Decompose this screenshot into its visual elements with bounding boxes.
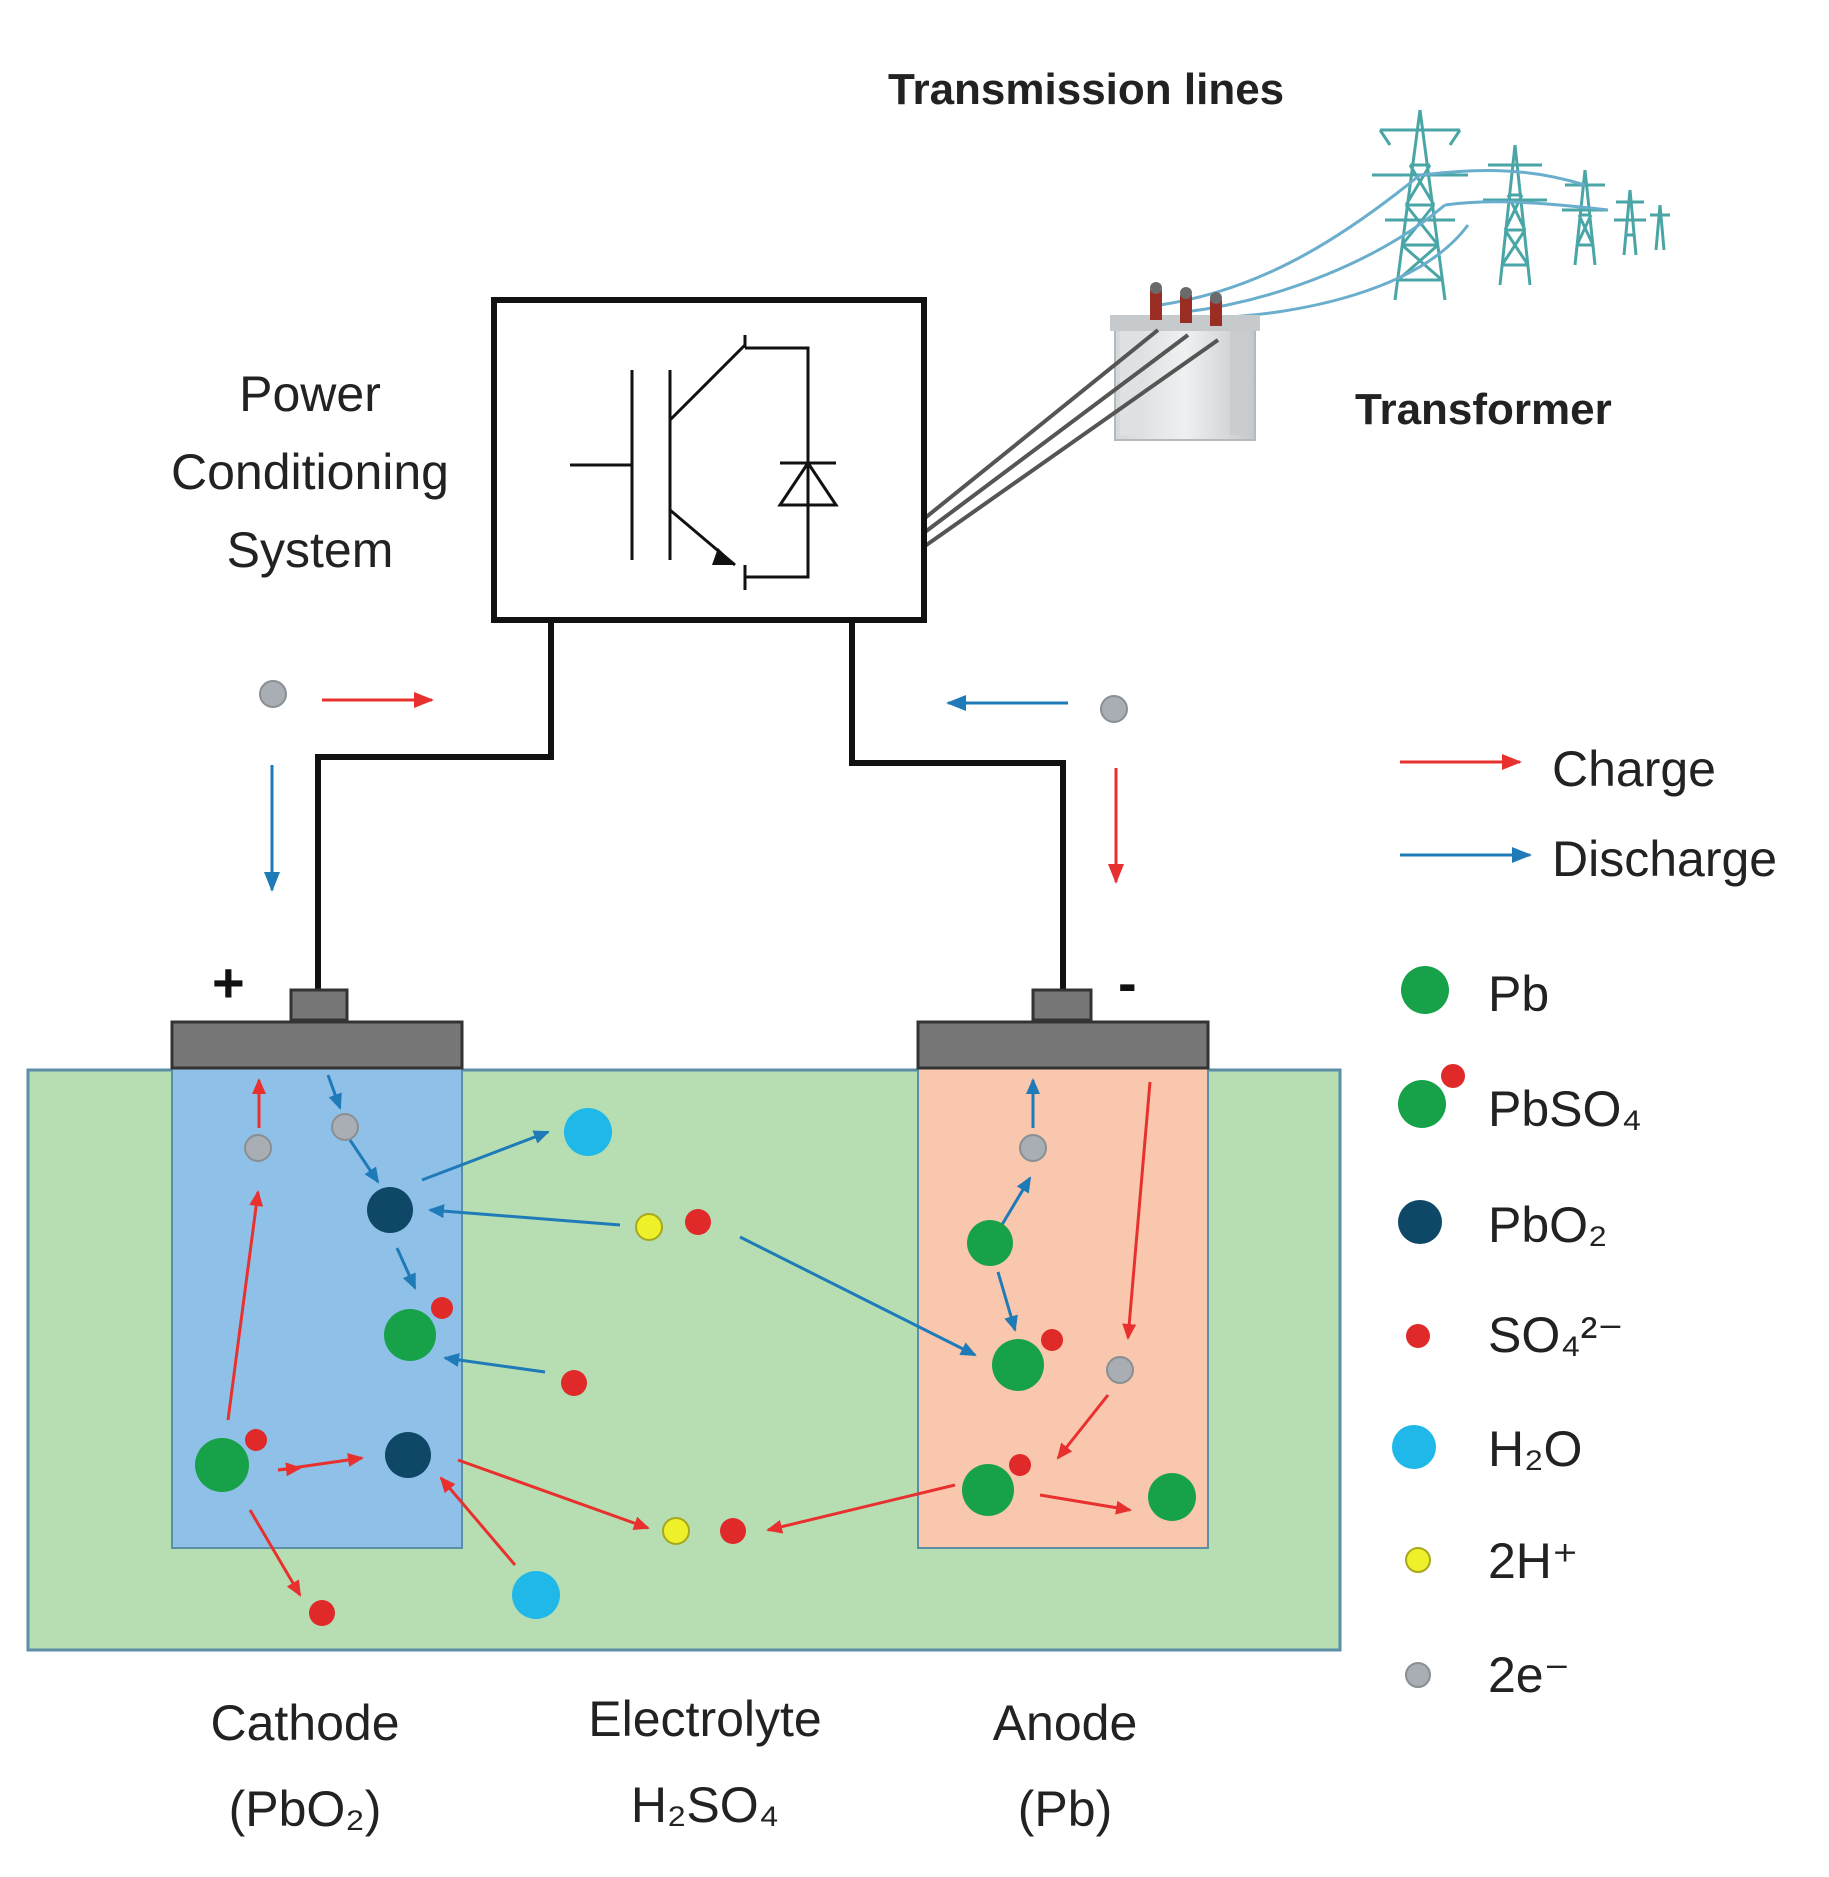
pbso4-particle [962,1464,1014,1516]
cathode-label: Cathode (PbO₂) [170,1680,440,1852]
legend-pbso4-accent [1441,1064,1465,1088]
transmission-lines-label: Transmission lines [888,65,1285,114]
pcs-box [491,297,927,623]
electron-particle [244,1134,272,1162]
anode-label-line2: (Pb) [1017,1781,1113,1837]
cathode-label-line1: Cathode [210,1695,400,1751]
electrolyte-label-line2: H₂SO₄ [630,1777,780,1833]
h2o-particle [564,1108,612,1156]
positive-terminal-sign: + [212,951,245,1014]
legend-pbso4-label: PbSO₄ [1488,1081,1642,1137]
so4-particle [1041,1329,1063,1351]
legend-electron-label: 2e⁻ [1488,1647,1571,1703]
pbso4-particle [992,1339,1044,1391]
pcs-transformer-wires [923,328,1220,548]
legend-h2o-label: H₂O [1488,1421,1583,1477]
pbso4-particle [384,1309,436,1361]
anode-plate [916,1020,1210,1070]
battery-wires [315,620,1066,990]
pb-particle [967,1220,1013,1266]
cathode-label-line2: (PbO₂) [228,1781,382,1837]
transformer-icon [1110,282,1260,441]
transmission-towers-icon [1372,109,1670,301]
particles [195,1108,1196,1626]
so4-particle [685,1209,711,1235]
reaction-arrows [226,1074,1152,1597]
external-electron-flow [259,680,1128,892]
anode-label-line1: Anode [992,1695,1138,1751]
so4-particle [245,1429,267,1451]
so4-particle [309,1600,335,1626]
legend-charge-label: Charge [1552,741,1716,797]
legend-proton-symbol [1405,1547,1431,1573]
legend-pbo2-label: PbO₂ [1488,1197,1608,1253]
power-lines [1159,169,1609,320]
pcs-label-line3: System [226,522,394,578]
so4-particle [1009,1454,1031,1476]
pcs-label-line2: Conditioning [171,444,449,500]
legend-arrows [1400,754,1532,863]
legend-pbso4-symbol [1398,1080,1446,1128]
h2o-particle [512,1571,560,1619]
proton-particle [662,1517,690,1545]
electrolyte-label-line1: Electrolyte [588,1691,822,1747]
pb-particle [1148,1473,1196,1521]
electrolyte-label: Electrolyte H₂SO₄ [555,1676,855,1848]
legend-electron-symbol [1405,1662,1431,1688]
legend-symbols [1392,966,1465,1688]
so4-particle [720,1518,746,1544]
proton-particle [635,1213,663,1241]
electron-particle [1019,1134,1047,1162]
pcs-label: Power Conditioning System [125,355,495,589]
legend-so4-label: SO₄²⁻ [1488,1307,1624,1363]
electron-particle [1106,1356,1134,1384]
anode-label: Anode (Pb) [945,1680,1185,1852]
legend-pbo2-symbol [1398,1200,1442,1244]
transformer-label: Transformer [1355,385,1612,434]
pbso4-particle [195,1438,249,1492]
legend-pb-label: Pb [1488,966,1550,1022]
pcs-label-line1: Power [239,366,381,422]
pbo2-particle [385,1432,431,1478]
cathode-plate [170,1020,464,1070]
electron-particle [331,1113,359,1141]
negative-terminal-sign: - [1118,951,1137,1014]
legend-pb-symbol [1401,966,1449,1014]
legend-h2o-symbol [1392,1425,1436,1469]
pbo2-particle [367,1187,413,1233]
anode-post [1031,988,1093,1022]
cathode-post [289,988,349,1022]
so4-particle [561,1370,587,1396]
anode-electrode [917,1067,1209,1549]
legend-proton-label: 2H⁺ [1488,1533,1579,1589]
legend-discharge-label: Discharge [1552,831,1778,887]
so4-particle [431,1297,453,1319]
legend-so4-symbol [1406,1324,1430,1348]
